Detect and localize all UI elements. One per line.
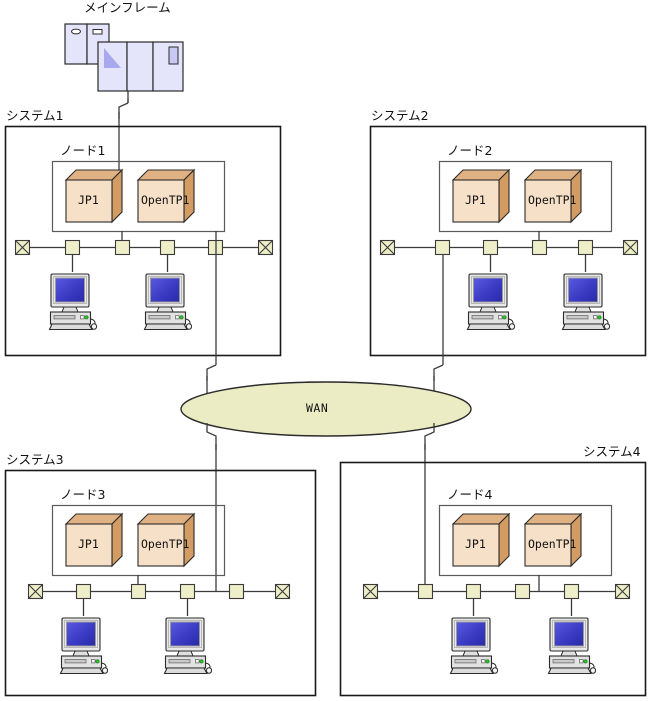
link-system2-to-wan xyxy=(433,255,444,395)
system3-frame xyxy=(4,469,317,697)
system3-product-jp1: JP1 xyxy=(78,537,99,551)
system1-product-jp1: JP1 xyxy=(78,193,99,207)
link-wan-to-system3 xyxy=(206,423,217,591)
system2-product-opentp1: OpenTP1 xyxy=(528,193,577,207)
system2-node-label: ノード2 xyxy=(447,143,493,158)
link-system1-to-wan xyxy=(206,231,217,395)
system4-product-opentp1: OpenTP1 xyxy=(528,537,577,551)
mainframe-title: メインフレーム xyxy=(84,0,171,15)
system4-node-label: ノード4 xyxy=(447,487,493,502)
system4-frame xyxy=(339,461,647,697)
link-wan-to-system4 xyxy=(424,423,435,591)
wan-cloud xyxy=(180,381,472,437)
system3-node-label: ノード3 xyxy=(60,487,106,502)
wan-label: WAN xyxy=(306,401,329,415)
system1-label: システム1 xyxy=(6,108,64,123)
system1-frame xyxy=(4,125,282,357)
system1-node-label: ノード1 xyxy=(60,143,106,158)
mainframe-icon xyxy=(64,23,184,92)
system2-frame xyxy=(369,125,647,357)
system4-label: システム4 xyxy=(583,444,641,459)
system2-label: システム2 xyxy=(371,108,429,123)
system4-product-jp1: JP1 xyxy=(465,537,486,551)
system3-label: システム3 xyxy=(6,452,64,467)
link-mainframe-to-system1 xyxy=(118,91,129,175)
system3-product-opentp1: OpenTP1 xyxy=(141,537,190,551)
system1-product-opentp1: OpenTP1 xyxy=(141,193,190,207)
system2-product-jp1: JP1 xyxy=(465,193,486,207)
